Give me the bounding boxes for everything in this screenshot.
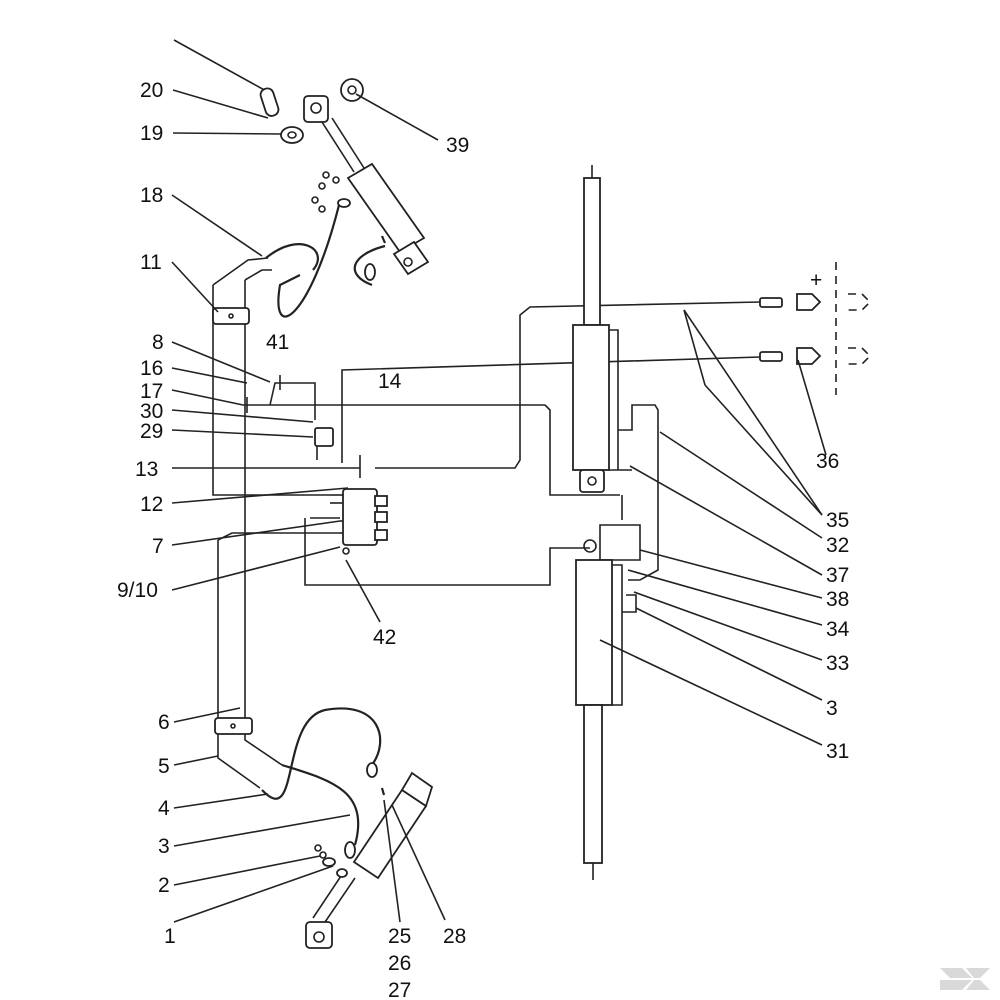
- callout-13: 13: [135, 458, 158, 481]
- callout-26: 26: [388, 952, 411, 975]
- callout-20: 20: [140, 79, 163, 102]
- callout-42: 42: [373, 626, 396, 649]
- callout-4: 4: [158, 797, 170, 820]
- callout-28: 28: [443, 925, 466, 948]
- callout-33: 33: [826, 652, 849, 675]
- washer-39: [340, 78, 364, 102]
- callout-18: 18: [140, 184, 163, 207]
- callout-34: 34: [826, 618, 850, 641]
- callout-17: 17: [140, 380, 163, 403]
- callout-labels: 20 19 39 18 11 8 41 16 14 17 30 29 13 12…: [117, 79, 850, 1000]
- callout-37: 37: [826, 564, 849, 587]
- callout-41: 41: [266, 331, 289, 354]
- left-pipework: [212, 257, 360, 789]
- callout-12: 12: [140, 493, 163, 516]
- center-lines: [243, 301, 761, 496]
- callout-38: 38: [826, 588, 849, 611]
- top-cylinder: [173, 39, 430, 318]
- callout-16: 16: [140, 357, 163, 380]
- fitting-29: [314, 427, 334, 447]
- callout-30: 30: [140, 400, 163, 423]
- callout-14: 14: [378, 370, 402, 393]
- leader-lines: [171, 89, 827, 923]
- callout-36: 36: [816, 450, 839, 473]
- callout-35: 35: [826, 509, 849, 532]
- rod-eye-top: [303, 95, 329, 123]
- callout-3-right: 3: [826, 697, 838, 720]
- washer-19: [280, 126, 304, 144]
- callout-2: 2: [158, 874, 170, 897]
- callout-1: 1: [164, 925, 176, 948]
- bottom-cylinder: [261, 707, 434, 949]
- callout-5: 5: [158, 755, 170, 778]
- callout-19: 19: [140, 122, 163, 145]
- callout-8: 8: [152, 331, 164, 354]
- callout-29: 29: [140, 420, 163, 443]
- callout-6: 6: [158, 711, 170, 734]
- callout-7: 7: [152, 535, 164, 558]
- quick-couplers: +: [759, 262, 872, 395]
- callout-11: 11: [140, 251, 162, 274]
- callout-27: 27: [388, 979, 411, 1000]
- clamp-11: [212, 307, 250, 325]
- callout-32: 32: [826, 534, 849, 557]
- valve-block: [304, 488, 590, 586]
- brand-logo-icon: [940, 968, 990, 990]
- callout-31: 31: [826, 740, 849, 763]
- callout-25: 25: [388, 925, 411, 948]
- callout-3: 3: [158, 835, 170, 858]
- plus-symbol: +: [810, 269, 822, 292]
- callout-9-10: 9/10: [117, 579, 158, 602]
- clamp-6: [214, 717, 253, 735]
- callout-39: 39: [446, 134, 469, 157]
- right-cylinders: [572, 165, 659, 880]
- pin-20: [259, 87, 280, 117]
- rod-eye-bottom: [305, 921, 333, 949]
